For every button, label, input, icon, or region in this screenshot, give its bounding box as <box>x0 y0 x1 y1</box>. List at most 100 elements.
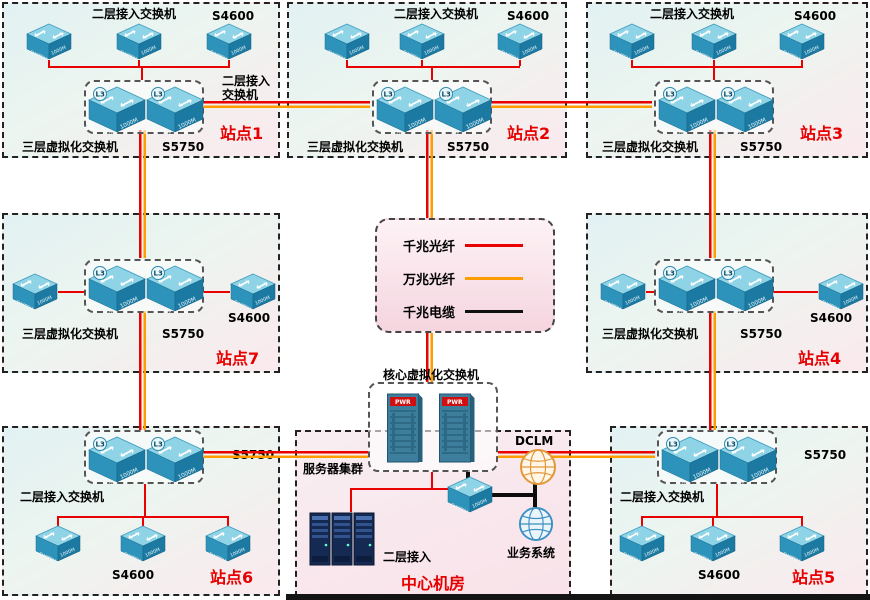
server-tower-icon <box>309 512 331 566</box>
core-virtual-switch-group: PWR PWR <box>368 382 498 472</box>
site3-s5750-label: S5750 <box>740 140 783 154</box>
access-bus-line <box>48 66 230 68</box>
dclm-label: DCLM <box>515 434 554 448</box>
gigabit-fiber-line-icon <box>465 244 524 247</box>
legend-gigabit-cable-label: 千兆电缆 <box>403 306 456 321</box>
svg-text:L3: L3 <box>724 91 733 99</box>
site5-l2-access-label: 二层接入交换机 <box>620 490 705 504</box>
uplink-line <box>141 68 143 80</box>
access-to-systems-cable <box>490 493 535 497</box>
business-system-globe-icon <box>518 506 554 542</box>
site4-s4600-label: S4600 <box>810 311 853 325</box>
access-stub-line <box>346 60 348 66</box>
svg-text:L3: L3 <box>154 441 163 449</box>
site4-l3-label: 三层虚拟化交换机 <box>602 327 699 341</box>
site7-name: 站点7 <box>216 349 260 368</box>
site7-s5750-label: S5750 <box>162 327 205 341</box>
ten-gigabit-fiber-line-icon <box>465 277 524 280</box>
site7-s4600-label: S4600 <box>228 311 271 325</box>
central-room-name: 中心机房 <box>401 574 466 593</box>
site3-l3-label: 三层虚拟化交换机 <box>602 140 699 154</box>
link-site7-site6 <box>139 311 146 430</box>
access-bus-line <box>346 66 520 68</box>
access-stub-line <box>48 60 50 66</box>
site3-l2-access-label: 二层接入交换机 <box>650 7 735 21</box>
access-stub-line <box>641 518 643 526</box>
site6-l2-access-label: 二层接入交换机 <box>20 490 105 504</box>
svg-text:L3: L3 <box>666 91 675 99</box>
server-tower-icon <box>331 512 353 566</box>
site7-l3-label: 三层虚拟化交换机 <box>22 327 119 341</box>
access-bus-line <box>631 66 803 68</box>
site5-name: 站点5 <box>792 568 836 587</box>
site3-s4600-label: S4600 <box>794 9 837 23</box>
uplink-line <box>713 68 715 80</box>
gigabit-cable-line-icon <box>465 310 524 313</box>
access-stub-line <box>712 518 714 526</box>
access-stub-line <box>519 60 521 66</box>
dclm-to-business-cable <box>533 481 537 507</box>
access-stub-line <box>142 518 144 526</box>
access-link-line <box>58 291 84 293</box>
link-site1-site7 <box>139 130 146 258</box>
server-cluster-label: 服务器集群 <box>303 462 364 476</box>
svg-text:L3: L3 <box>154 270 163 278</box>
svg-text:PWR: PWR <box>447 399 463 406</box>
svg-text:L3: L3 <box>727 441 736 449</box>
site5-s4600-label: S4600 <box>698 568 741 582</box>
site1-l3-label: 三层虚拟化交换机 <box>22 140 119 154</box>
site2-s5750-label: S5750 <box>447 140 490 154</box>
legend-row: 千兆光纤 <box>403 236 524 255</box>
core-chassis-switch-icon: PWR <box>386 392 424 464</box>
svg-text:L3: L3 <box>384 91 393 99</box>
site2-l2-access-label: 二层接入交换机 <box>394 7 479 21</box>
legend-10g-fiber-label: 万兆光纤 <box>403 273 456 288</box>
access-stub-line <box>227 518 229 526</box>
site1-l2-access-label: 二层接入交换机 <box>92 7 177 21</box>
access-stub-line <box>57 518 59 526</box>
uplink-line <box>431 68 433 80</box>
access-stub-line <box>421 60 423 66</box>
site6-name: 站点6 <box>210 568 254 587</box>
access-stub-line <box>228 60 230 66</box>
dclm-globe-icon <box>519 448 557 486</box>
site1-s4600-label: S4600 <box>212 9 255 23</box>
legend-row: 千兆电缆 <box>403 302 524 321</box>
svg-text:L3: L3 <box>96 270 105 278</box>
downlink-line <box>144 484 146 516</box>
bottom-edge-bar <box>286 594 870 600</box>
core-chassis-switch-icon: PWR <box>438 392 476 464</box>
access-link-line <box>204 291 230 293</box>
